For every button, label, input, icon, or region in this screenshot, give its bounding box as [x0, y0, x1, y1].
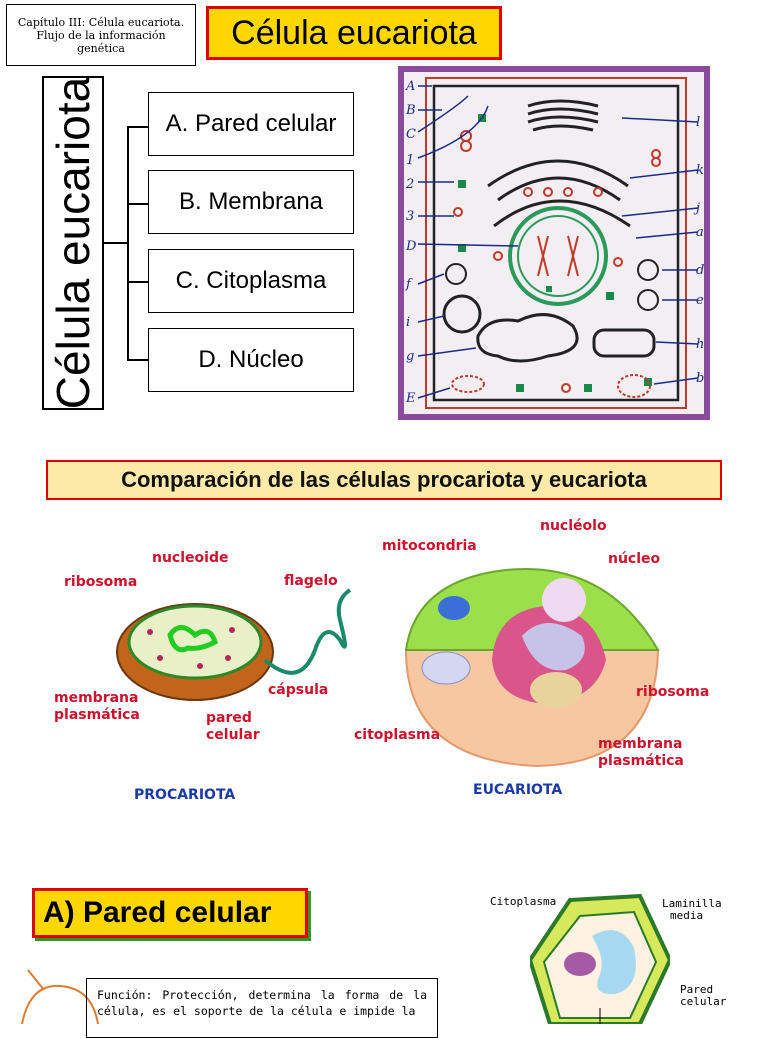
part-box-citoplasma: C. Citoplasma — [148, 249, 354, 313]
letter-k: k — [696, 163, 704, 178]
letter-E: E — [405, 391, 416, 406]
label-membrana-eu-2: plasmática — [598, 753, 684, 769]
label-membrana-pro-2: plasmática — [54, 707, 140, 723]
chapter-header: Capítulo III: Célula eucariota. Flujo de… — [6, 4, 196, 66]
label-citoplasma-wall: Citoplasma — [490, 896, 556, 908]
vertical-title-box: Célula eucariota — [42, 76, 104, 410]
label-nucleoide: nucleoide — [152, 550, 228, 566]
letter-h: h — [696, 337, 704, 352]
letter-a: a — [696, 225, 704, 240]
label-membrana-pro-1: membrana — [54, 690, 138, 706]
function-text-box: Función: Protección, determina la forma … — [86, 978, 438, 1038]
letter-e: e — [696, 293, 704, 308]
label-membrana-eu-1: membrana — [598, 736, 682, 752]
letter-d: d — [696, 263, 704, 278]
letter-D: D — [405, 239, 417, 254]
bracket-branch-2 — [127, 203, 149, 205]
label-ribosoma-pro: ribosoma — [64, 574, 137, 590]
chapter-line-3: genética — [77, 42, 125, 55]
label-laminilla-2: media — [670, 910, 703, 922]
bracket-spine — [127, 126, 129, 360]
label-flagelo: flagelo — [284, 573, 338, 589]
letter-1: 1 — [406, 153, 414, 168]
label-citoplasma: citoplasma — [354, 727, 440, 743]
letter-2: 2 — [405, 177, 414, 192]
part-box-membrana: B. Membrana — [148, 170, 354, 234]
letter-g: g — [406, 349, 414, 364]
comparison-title: Comparación de las células procariota y … — [46, 460, 722, 500]
part-box-nucleo: D. Núcleo — [148, 328, 354, 392]
label-pared-wall-2: celular — [680, 996, 726, 1008]
letter-i: i — [406, 315, 410, 330]
label-pared-2: celular — [206, 727, 260, 743]
letter-C: C — [406, 127, 416, 142]
section-title-pared-celular: A) Pared celular — [32, 888, 308, 938]
label-capsula: cápsula — [268, 682, 328, 698]
letter-3: 3 — [406, 209, 414, 224]
bracket-branch-4 — [127, 359, 149, 361]
bracket-branch-1 — [127, 126, 149, 128]
hand-drawn-cell-diagram: A B C 1 2 3 D f i g E l k j a d e h b — [398, 66, 710, 420]
part-box-pared: A. Pared celular — [148, 92, 354, 156]
chapter-line-2: Flujo de la información — [36, 29, 165, 42]
label-pared-1: pared — [206, 710, 252, 726]
chapter-line-1: Capítulo III: Célula eucariota. — [18, 16, 184, 29]
bracket-branch-3 — [127, 281, 149, 283]
label-ribosoma-eu: ribosoma — [636, 684, 709, 700]
vertical-title: Célula eucariota — [46, 77, 100, 409]
bracket-stem — [104, 242, 128, 244]
letter-B: B — [405, 103, 416, 118]
caption-procariota: PROCARIOTA — [134, 787, 235, 803]
letter-A: A — [405, 79, 415, 94]
page-title: Célula eucariota — [206, 6, 502, 60]
caption-eucariota: EUCARIOTA — [473, 782, 562, 798]
label-mitocondria: mitocondria — [382, 538, 477, 554]
letter-l: l — [696, 115, 700, 130]
cell-wall-diagram — [530, 890, 670, 1024]
prokaryote-illustration — [100, 580, 360, 720]
label-nucleo: núcleo — [608, 551, 660, 567]
label-nucleolo: nucléolo — [540, 518, 607, 534]
letter-b: b — [696, 371, 704, 386]
cell-sketch: A B C 1 2 3 D f i g E l k j a d e h b — [398, 66, 710, 420]
